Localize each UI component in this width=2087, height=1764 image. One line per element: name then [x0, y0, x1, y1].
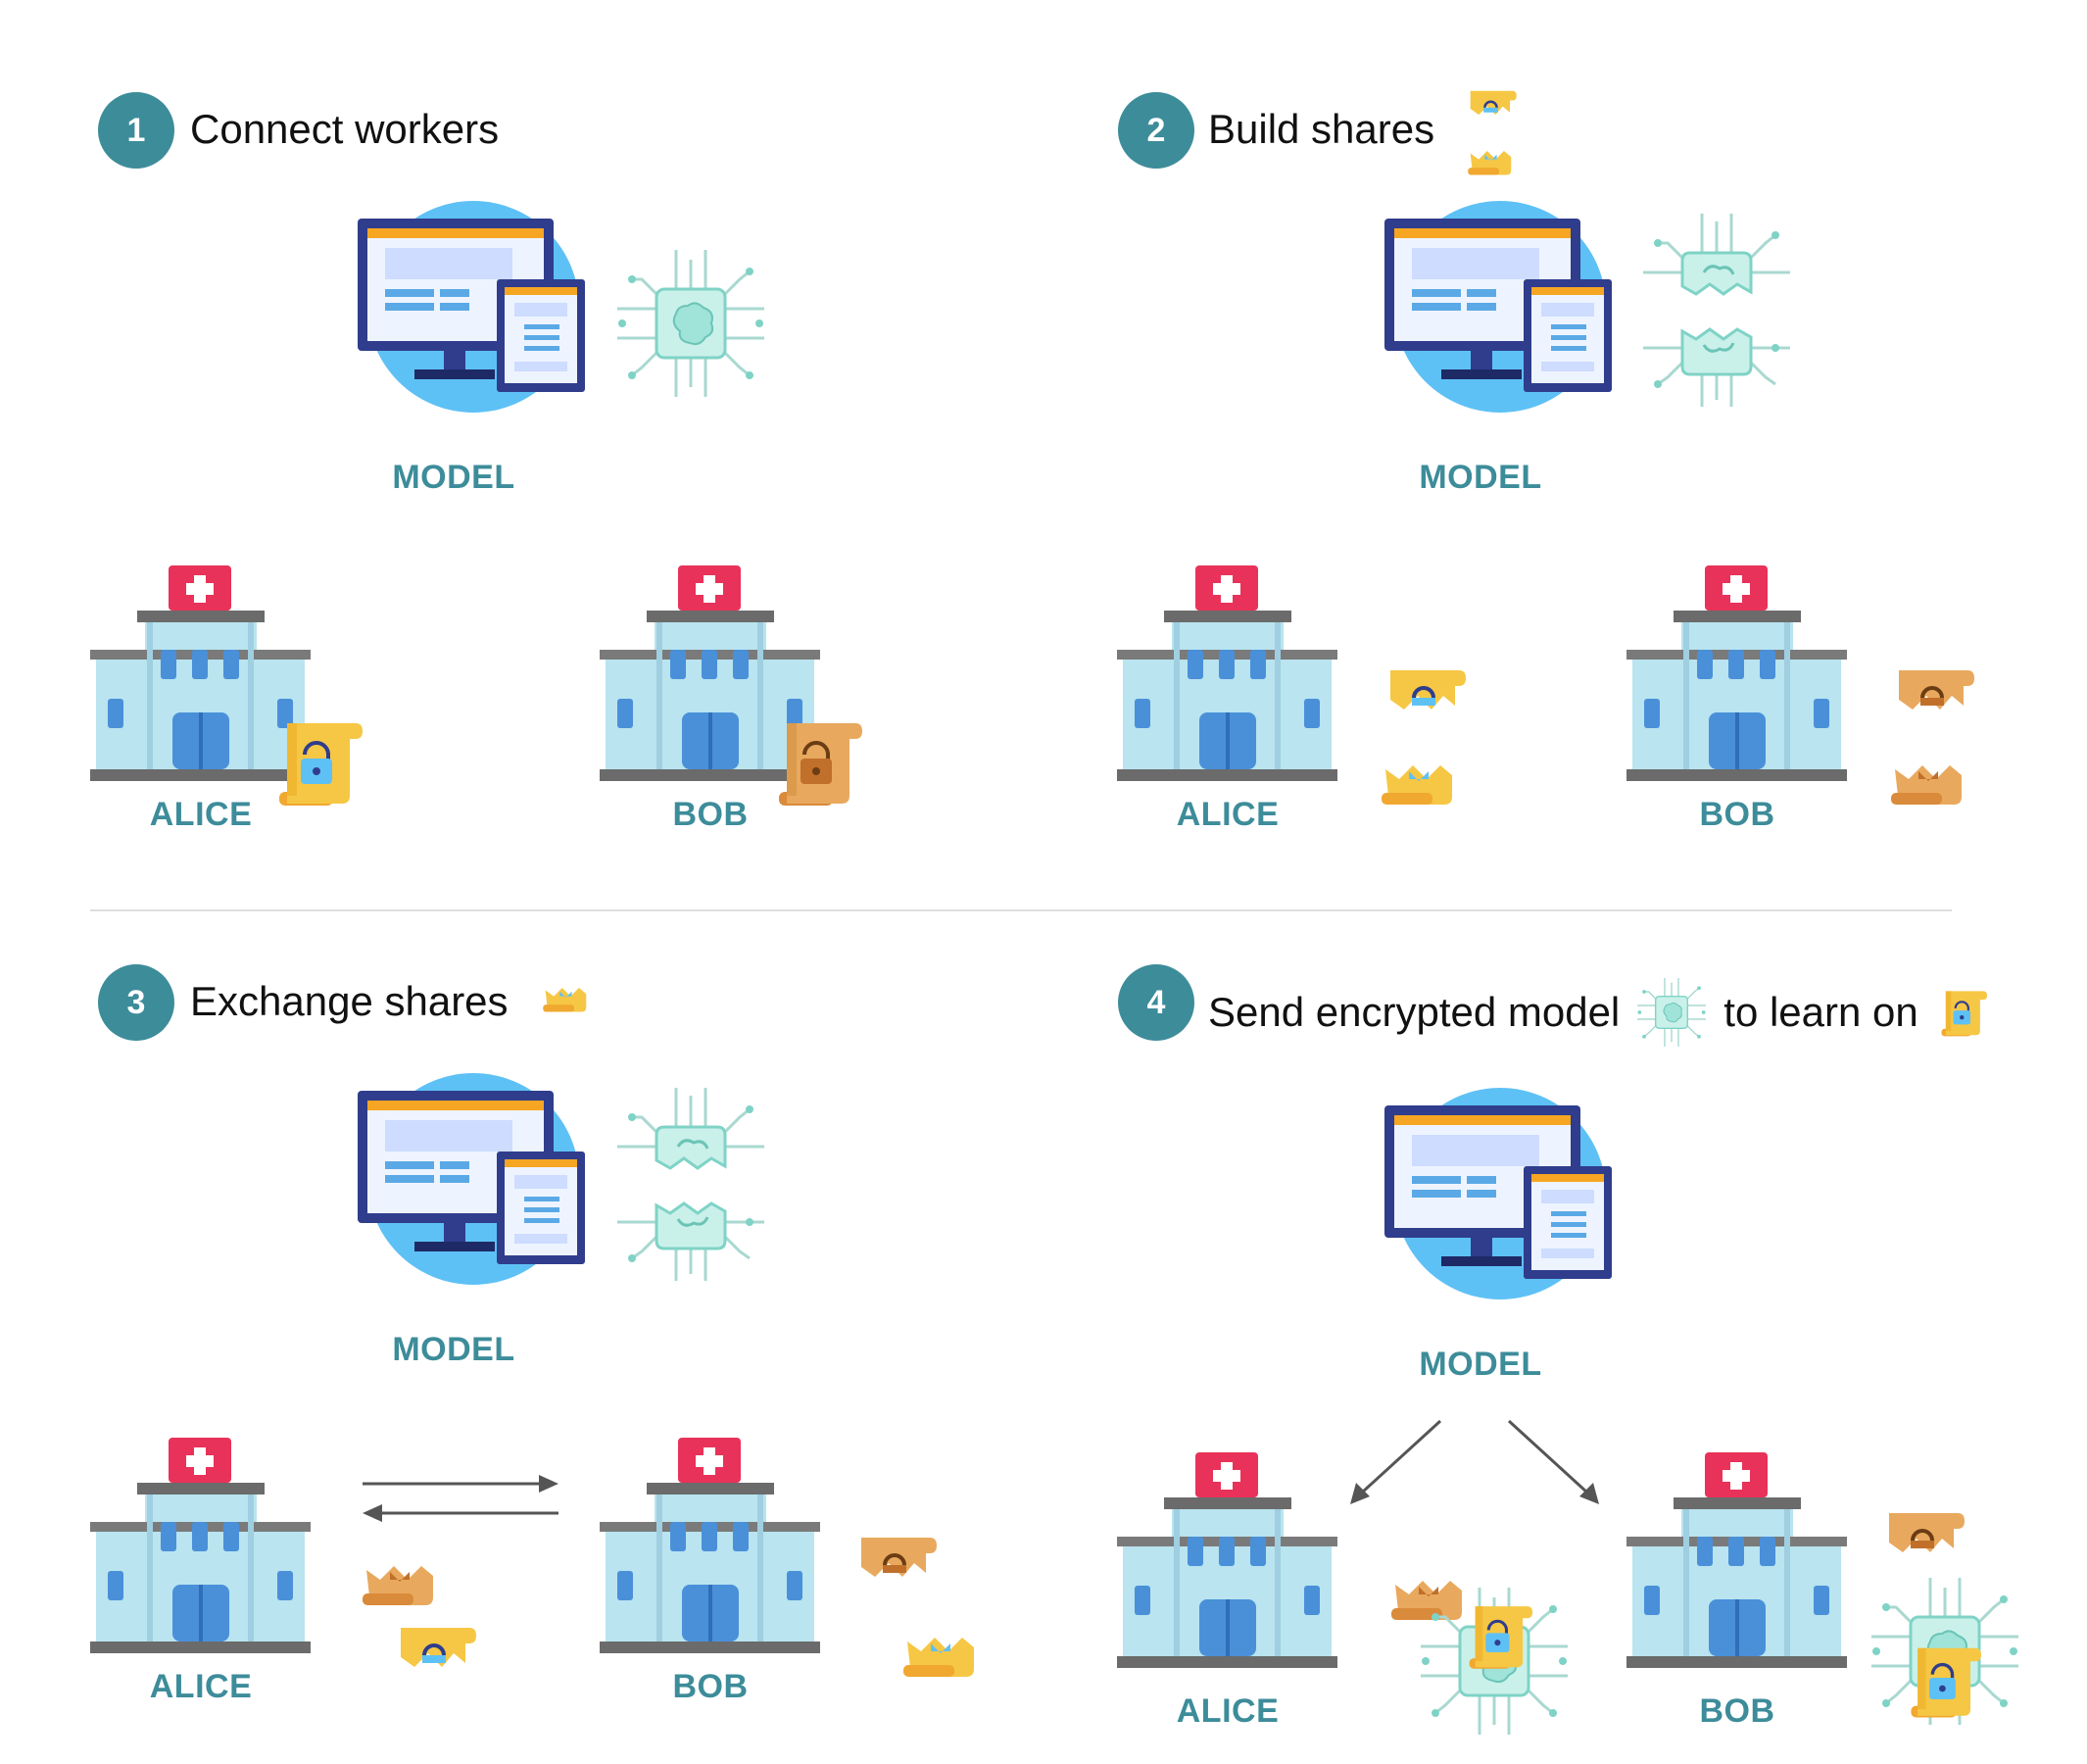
bob-label: BOB [672, 796, 749, 833]
arrow-icon [1342, 1416, 1626, 1509]
bob-label: BOB [1699, 1692, 1775, 1730]
alice-label: ALICE [149, 1668, 253, 1705]
step-4-title: Send encrypted model to learn on [1208, 978, 1987, 1047]
model-label: MODEL [1419, 1346, 1542, 1383]
hospital-icon [1117, 1452, 1337, 1673]
step-2-title-text: Build shares [1208, 106, 1435, 152]
share-bottom-icon [542, 978, 593, 1013]
share-bottom-icon [361, 1550, 444, 1607]
step-2-badge: 2 [1118, 92, 1194, 169]
alice-label: ALICE [1176, 1692, 1280, 1730]
chip-share-bottom-icon [1643, 323, 1790, 407]
step-3-title: Exchange shares [190, 978, 509, 1025]
hospital-icon [1626, 1452, 1847, 1673]
locked-document-icon [269, 715, 363, 808]
share-top-icon [855, 1534, 939, 1591]
share-top-icon [1467, 88, 1518, 123]
step-4-panel: 4 Send encrypted model to learn on MODEL… [1044, 882, 2087, 1764]
step-3-badge: 3 [98, 964, 174, 1041]
chip-icon [617, 250, 764, 397]
step-3-title-text: Exchange shares [190, 978, 509, 1024]
hospital-icon [90, 1438, 311, 1658]
computer-icon [358, 201, 593, 421]
step-1-title-text: Connect workers [190, 106, 500, 152]
chip-share-bottom-icon [617, 1198, 764, 1281]
hospital-icon [1117, 565, 1337, 786]
computer-icon [358, 1073, 593, 1294]
chip-share-top-icon [1643, 214, 1790, 297]
hospital-icon [1626, 565, 1847, 786]
chip-icon [1637, 978, 1706, 1047]
chip-share-top-icon [617, 1088, 764, 1171]
locked-document-icon [1936, 987, 1987, 1038]
divider [90, 909, 1952, 911]
model-label: MODEL [392, 1331, 515, 1368]
computer-icon [1384, 1088, 1620, 1308]
arrow-icon [358, 1470, 563, 1529]
computer-icon [1384, 201, 1620, 421]
model-label: MODEL [392, 459, 515, 496]
step-1-badge: 1 [98, 92, 174, 169]
hospital-icon [600, 1438, 820, 1658]
step-4-title-part1: Send encrypted model [1208, 989, 1621, 1035]
share-bottom-icon [1380, 750, 1463, 807]
bob-label: BOB [672, 1668, 749, 1705]
step-1-title: Connect workers [190, 106, 499, 153]
share-bottom-icon [1467, 141, 1518, 176]
share-bottom-icon [901, 1622, 985, 1679]
locked-document-icon [1462, 1600, 1532, 1671]
locked-document-icon [1903, 1642, 1981, 1720]
share-top-icon [1384, 666, 1468, 723]
bob-label: BOB [1699, 796, 1775, 833]
share-bottom-icon [1889, 750, 1972, 807]
step-4-badge: 4 [1118, 964, 1194, 1041]
model-label: MODEL [1419, 459, 1542, 496]
share-top-icon [1893, 666, 1976, 723]
step-2-panel: 2 Build shares MODEL ALICE BOB [1044, 0, 2087, 882]
step-2-title: Build shares [1208, 106, 1434, 153]
share-top-icon [1883, 1509, 1966, 1566]
step-3-panel: 3 Exchange shares MODEL ALICE BOB [0, 882, 1044, 1764]
alice-label: ALICE [1176, 796, 1280, 833]
step-1-panel: 1 Connect workers MODEL ALICE BOB [0, 0, 1044, 882]
share-top-icon [395, 1624, 478, 1681]
step-4-title-part2: to learn on [1723, 989, 1918, 1035]
alice-label: ALICE [149, 796, 253, 833]
locked-document-icon [769, 715, 862, 808]
